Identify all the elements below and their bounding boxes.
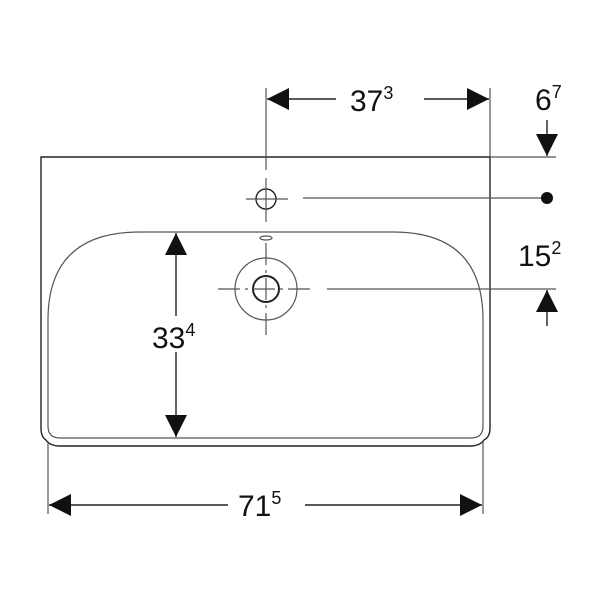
- dimension-label-tap-offset: 373: [350, 83, 393, 118]
- tap-hole: [246, 178, 288, 222]
- dimension-label-tap-from-edge: 67: [535, 82, 562, 117]
- basin-outer-outline: [40, 156, 491, 447]
- dimension-label-tap-to-drain: 152: [518, 238, 561, 273]
- tap-centerline-dot: [541, 192, 553, 204]
- dimension-label-basin-depth: 334: [152, 320, 195, 355]
- dimension-label-overall-width: 715: [238, 488, 281, 523]
- drain: [218, 243, 313, 338]
- overflow-mark: [259, 235, 273, 241]
- basin-bowl-outline: [47, 231, 484, 439]
